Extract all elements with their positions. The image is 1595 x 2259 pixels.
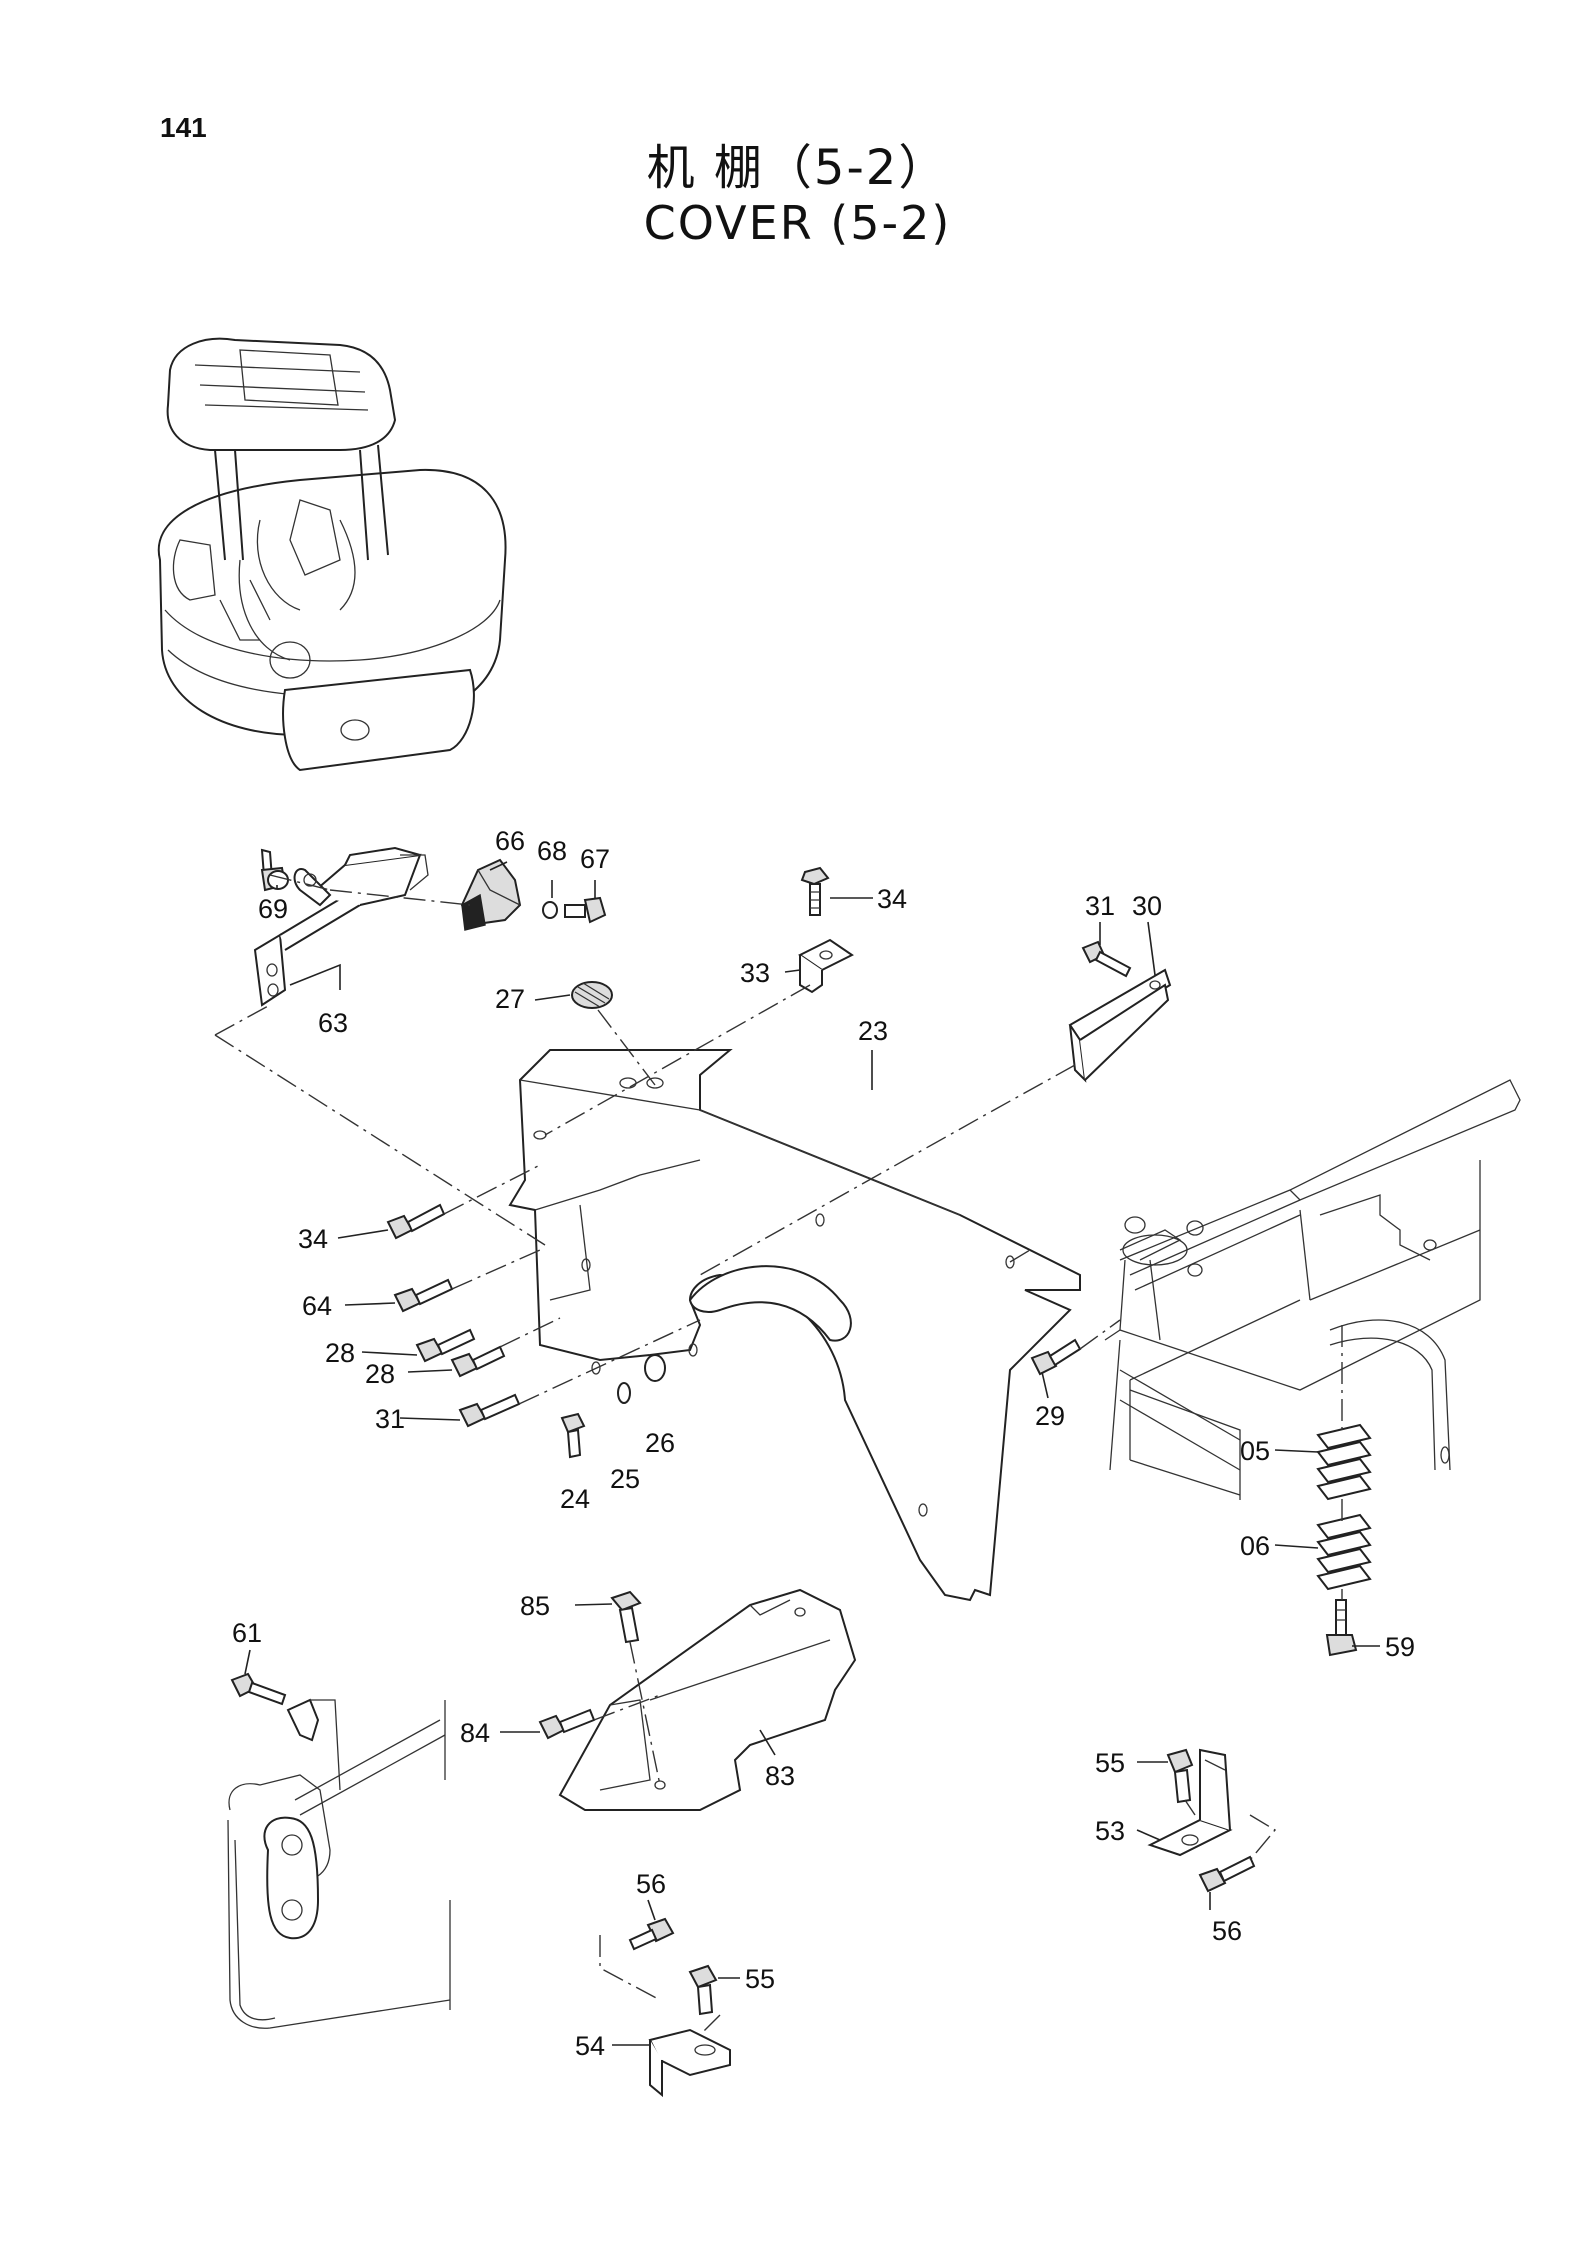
callout-83: 83	[765, 1761, 795, 1791]
bolt-24	[560, 1412, 586, 1459]
bracket-54	[648, 2028, 731, 2098]
leader-lines	[244, 861, 1380, 2046]
bolt-31-left	[458, 1393, 521, 1428]
bracket-63	[253, 846, 429, 1007]
bolt-29	[1030, 1338, 1082, 1376]
callout-29: 29	[1035, 1401, 1065, 1431]
callout-59: 59	[1385, 1632, 1415, 1662]
frame-structure	[1104, 1079, 1521, 1500]
callout-61: 61	[232, 1618, 262, 1648]
callout-26: 26	[645, 1428, 675, 1458]
bolt-69	[260, 848, 289, 892]
callout-30: 30	[1132, 891, 1162, 921]
shims-06	[1316, 1513, 1372, 1591]
callout-labels: 69 66 68 67 63 27 34 33 23 31 30 34 64 2…	[232, 826, 1415, 2061]
callout-63: 63	[318, 1008, 348, 1038]
callout-54: 54	[575, 2031, 605, 2061]
plate-83	[558, 1588, 857, 1811]
bolt-28-b	[450, 1345, 506, 1378]
grommet-27	[571, 981, 613, 1009]
callout-34-top: 34	[877, 884, 907, 914]
callout-31-top: 31	[1085, 891, 1115, 921]
bolt-34-top	[800, 866, 830, 916]
callout-24: 24	[560, 1484, 590, 1514]
callout-67: 67	[580, 844, 610, 874]
callout-66: 66	[495, 826, 525, 856]
callout-31-left: 31	[375, 1404, 405, 1434]
callout-55-bottom: 55	[745, 1964, 775, 1994]
callout-85: 85	[520, 1591, 550, 1621]
callout-27: 27	[495, 984, 525, 1014]
bolt-31-top	[1081, 940, 1132, 978]
callout-68: 68	[537, 836, 567, 866]
callout-25: 25	[610, 1464, 640, 1494]
shims-05	[1316, 1423, 1372, 1501]
callout-56-bottom: 56	[636, 1869, 666, 1899]
callout-64: 64	[302, 1291, 332, 1321]
bolt-28-a	[415, 1328, 476, 1363]
side-cover-61	[227, 1698, 451, 2029]
callout-06: 06	[1240, 1531, 1270, 1561]
callout-33: 33	[740, 958, 770, 988]
callout-56-right: 56	[1212, 1916, 1242, 1946]
bolt-56-bottom	[628, 1917, 675, 1951]
bracket-33	[798, 938, 854, 994]
page-number: 141	[160, 112, 207, 143]
title-chinese: 机 棚（5-2）	[646, 140, 949, 196]
washer-25	[617, 1382, 631, 1404]
callout-69: 69	[258, 894, 288, 924]
switch-66	[460, 858, 522, 931]
bolt-84	[538, 1708, 596, 1740]
washer-68	[542, 901, 558, 919]
bracket-30	[1068, 968, 1172, 1083]
bolt-56-right	[1198, 1855, 1256, 1893]
bolt-55-right	[1166, 1748, 1194, 1804]
cover-panel-23	[508, 1049, 1081, 1602]
callout-34-left: 34	[298, 1224, 328, 1254]
callout-53: 53	[1095, 1816, 1125, 1846]
callout-28-a: 28	[325, 1338, 355, 1368]
bolt-34-left	[386, 1203, 446, 1240]
callout-84: 84	[460, 1718, 490, 1748]
callout-28-b: 28	[365, 1359, 395, 1389]
assembly-lines	[214, 874, 1343, 2036]
bolt-64	[393, 1278, 454, 1313]
bolt-85	[610, 1590, 642, 1644]
callout-05: 05	[1240, 1436, 1270, 1466]
title-english: COVER (5-2)	[643, 196, 952, 250]
washer-26	[644, 1354, 666, 1382]
bracket-53	[1147, 1748, 1233, 1857]
bolt-61	[230, 1672, 287, 1706]
callout-23: 23	[858, 1016, 888, 1046]
bolt-67	[564, 896, 607, 924]
bolt-59	[1325, 1599, 1358, 1657]
bolt-55-bottom	[688, 1964, 718, 2016]
callout-55-right: 55	[1095, 1748, 1125, 1778]
machine-overview-illustration	[157, 337, 507, 772]
